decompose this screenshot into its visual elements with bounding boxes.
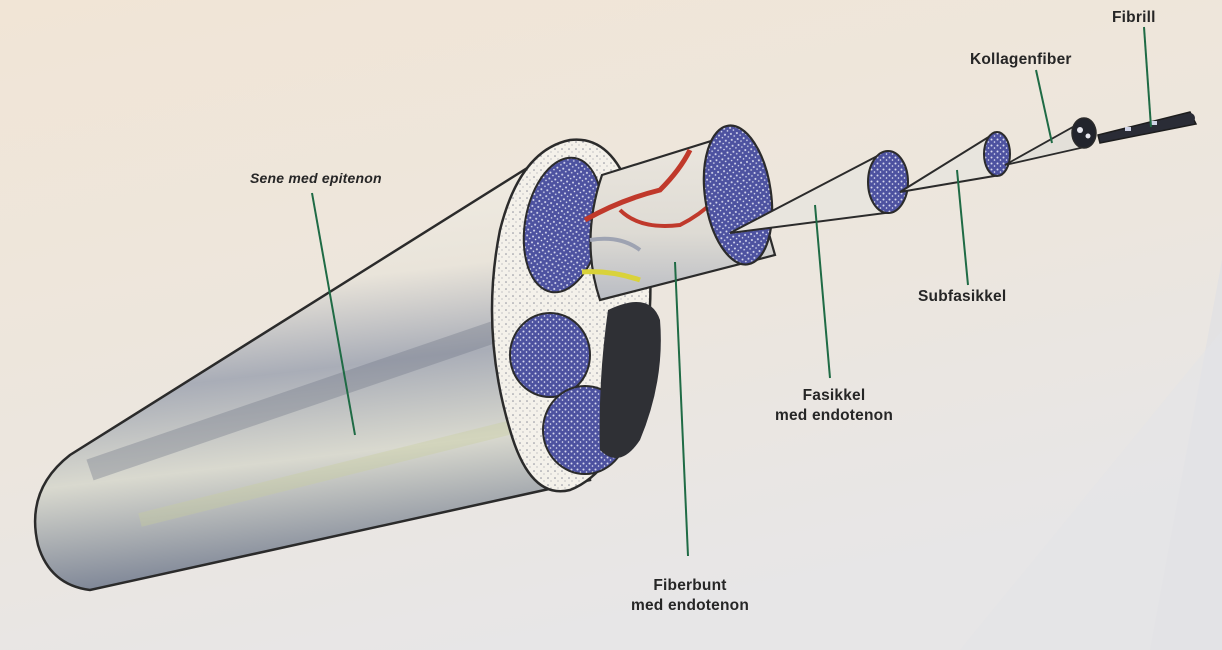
label-fiberbunt-line1: Fiberbunt [610, 576, 770, 596]
label-fiberbunt-line2: med endotenon [610, 596, 770, 616]
label-sene-med-epitenon: Sene med epitenon [250, 168, 382, 188]
label-fasikkel-med-endotenon: Fasikkel med endotenon [754, 386, 914, 426]
label-kollagenfiber: Kollagenfiber [970, 50, 1072, 70]
label-fasikkel-line1: Fasikkel [754, 386, 914, 406]
label-fiberbunt-med-endotenon: Fiberbunt med endotenon [610, 576, 770, 616]
label-subfasikkel: Subfasikkel [918, 287, 1006, 307]
label-fibrill: Fibrill [1112, 8, 1156, 28]
label-fasikkel-line2: med endotenon [754, 406, 914, 426]
